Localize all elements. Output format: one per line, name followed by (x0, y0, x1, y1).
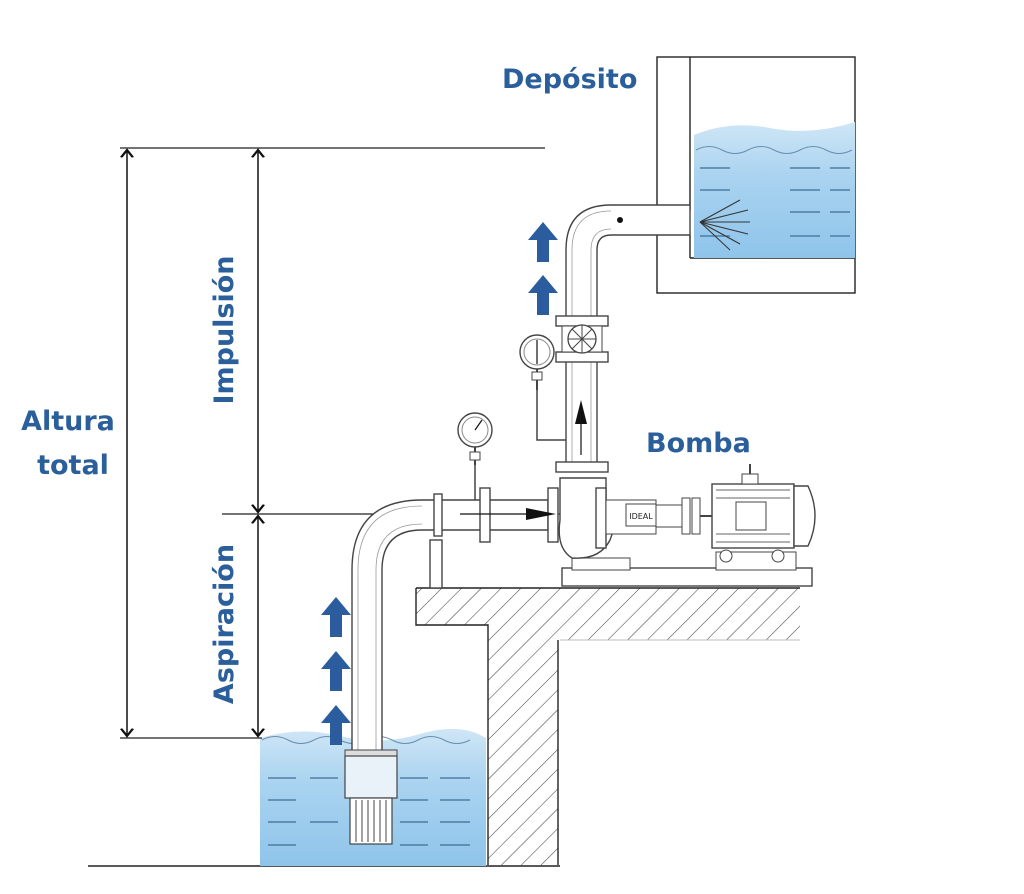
flow-arrows-suction (321, 597, 351, 745)
altura-total-label-line2: total (37, 450, 109, 481)
foot-valve-strainer (344, 749, 398, 845)
arrow-up-icon (321, 597, 351, 637)
concrete-foundation (415, 587, 800, 865)
arrow-up-icon (321, 651, 351, 691)
deposito-label: Depósito (502, 64, 637, 95)
aspiracion-label: Aspiración (209, 544, 240, 704)
upper-tank (656, 56, 856, 294)
pressure-gauge-icon (457, 412, 493, 500)
flow-arrows-discharge (528, 222, 558, 315)
bomba-label: Bomba (646, 428, 751, 459)
vacuum-gauge-icon (519, 334, 566, 441)
water-spray (699, 199, 750, 251)
impulsion-label: Impulsión (209, 255, 240, 404)
pump-motor-assembly: IDEAL (558, 464, 816, 587)
arrow-up-icon (321, 705, 351, 745)
tank-water (694, 122, 855, 258)
motor-plate-label: IDEAL (629, 512, 653, 521)
dimension-lines (120, 147, 570, 739)
discharge-pipe (555, 204, 691, 473)
arrow-up-icon (528, 275, 558, 315)
altura-total-label-line1: Altura (21, 406, 115, 437)
arrow-up-icon (528, 222, 558, 262)
suction-pipe (351, 487, 559, 755)
gate-valve-icon (561, 324, 603, 354)
